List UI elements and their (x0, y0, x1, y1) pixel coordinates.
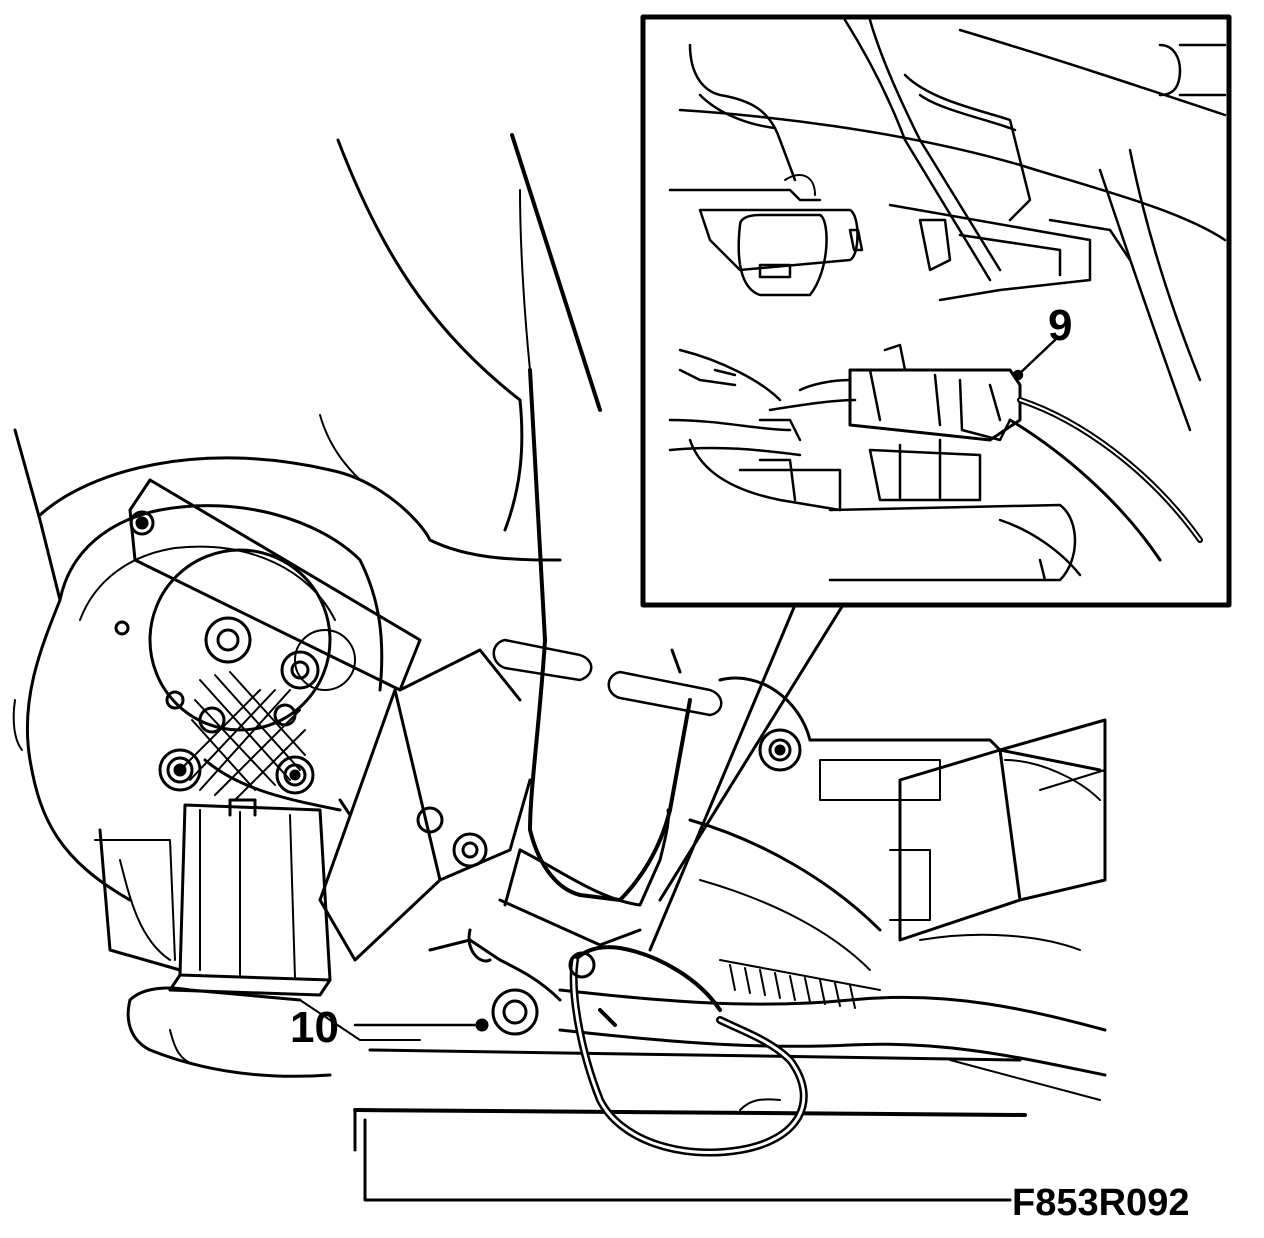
seat-frame-drawing (12, 133, 1107, 1202)
figure-code: F853R092 (1012, 1182, 1189, 1224)
callout-labels: 9 10 F853R092 (290, 301, 1189, 1224)
callout-10-leader (353, 1018, 489, 1032)
callout-10: 10 (290, 1003, 339, 1052)
callout-9: 9 (1048, 301, 1072, 350)
detail-inset (640, 14, 1232, 608)
